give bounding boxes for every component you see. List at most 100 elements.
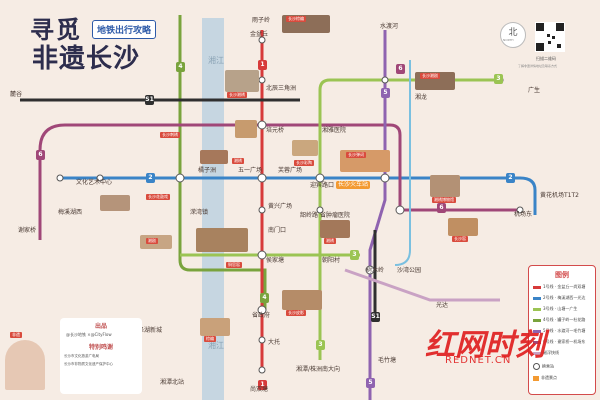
heritage-pin[interactable]: 长沙彩陶 <box>294 160 314 166</box>
station-label[interactable]: 南门口 <box>268 227 287 234</box>
station-label[interactable]: 溁湾镇 <box>190 209 209 216</box>
line-5 <box>368 30 387 400</box>
line-badge: 3 <box>316 340 325 350</box>
line-4 <box>178 15 267 310</box>
heritage-pin[interactable]: 铜官窑 <box>226 262 242 268</box>
station-label[interactable]: 湘雅医院 <box>322 127 347 134</box>
station-label[interactable]: 沙湾公园 <box>397 267 422 274</box>
legend-item: 6号线 · 谢家桥一机场东 <box>533 339 585 345</box>
heritage-pin[interactable]: 长沙棕编 <box>286 16 306 22</box>
station-label[interactable]: 侯家塘 <box>266 257 285 264</box>
line-badge: 5 <box>366 378 375 388</box>
station-label[interactable]: 长沙火车站 <box>336 181 371 189</box>
heritage-illustration <box>292 140 318 156</box>
station-label[interactable]: 黄兴广场 <box>268 203 293 210</box>
station-label[interactable]: 黄花机场T1T2 <box>540 192 579 199</box>
heritage-pin[interactable]: 长沙弹词 <box>346 152 366 158</box>
line-badge: 4 <box>176 62 185 72</box>
legend-item: 2号线 · 梅溪湖西一光达 <box>533 295 585 301</box>
heritage-pin[interactable]: 长沙皮影 <box>286 310 306 316</box>
thanks-line: 长沙市文化旅游广电局 <box>64 354 99 358</box>
station-label[interactable]: 北辰三角洲 <box>266 85 297 92</box>
heritage-illustration <box>235 120 257 138</box>
station-label[interactable]: 谢家桥 <box>18 227 37 234</box>
station-label[interactable]: 橘子洲 <box>198 167 217 174</box>
station-label[interactable]: 五一广场 <box>238 167 263 174</box>
heritage-pin[interactable]: 湘绣博物馆 <box>432 197 456 203</box>
heritage-pin[interactable]: 湘剧 <box>146 238 158 244</box>
heritage-pin[interactable]: 棕编 <box>204 336 216 342</box>
heritage-pin[interactable]: 长沙花鼓戏 <box>146 194 170 200</box>
main-title-line1: 寻觅 <box>30 15 82 44</box>
heritage-illustration <box>196 228 248 252</box>
qr-label: 扫描二维码 <box>536 56 556 61</box>
legend-item: 非遗景点 <box>533 375 557 381</box>
legend-title: 图例 <box>555 271 569 279</box>
heritage-pin[interactable]: 长沙刺绣 <box>160 132 180 138</box>
qr-desc: 了解非遗详情地址及联系方式 <box>518 64 558 68</box>
station-label[interactable]: 麓谷 <box>10 91 23 98</box>
station-label[interactable]: 文化艺术中心 <box>76 179 113 186</box>
station-label[interactable]: 湘潭/株洲南大向 <box>296 366 341 373</box>
line-badge: 6 <box>396 64 405 74</box>
heritage-illustration <box>100 195 130 211</box>
station-label[interactable]: 雨子岭 <box>252 17 271 24</box>
line-badge: 2 <box>146 173 155 183</box>
station-label[interactable]: 湘龙 <box>415 94 428 101</box>
station-label[interactable]: 韶岭路 <box>300 212 319 219</box>
legend-item: 3号线 · 山塘一广生 <box>533 306 577 312</box>
station-markers <box>56 36 524 374</box>
thanks-title: 特别鸣谢 <box>88 344 113 351</box>
legend-item: 换乘站 <box>533 363 554 370</box>
heritage-illustration <box>282 290 322 310</box>
line-2 <box>60 176 537 215</box>
line-badge: 6 <box>437 203 446 213</box>
heritage-pin[interactable]: 非遗 <box>10 332 22 338</box>
station-label[interactable]: 水渡河 <box>380 23 399 30</box>
station-label[interactable]: 大托 <box>268 339 281 346</box>
station-label[interactable]: 泽湖新城 <box>138 327 163 334</box>
line-badge: 4 <box>260 293 269 303</box>
station-label[interactable]: 湘潭北站 <box>160 379 185 386</box>
station-label[interactable]: 省肿瘤医院 <box>320 212 351 219</box>
station-label[interactable]: 省政府 <box>252 312 271 319</box>
station-label[interactable]: 毛竹塘 <box>378 357 397 364</box>
station-label[interactable]: 朝阳村 <box>322 257 341 264</box>
line-6 <box>38 123 520 240</box>
qr-code[interactable] <box>535 22 565 52</box>
thanks-line: 长沙市非物质文化遗产保护中心 <box>64 362 113 366</box>
heritage-illustration <box>448 218 478 236</box>
line-badge: 6 <box>36 150 45 160</box>
heritage-illustration <box>225 70 259 92</box>
station-label[interactable]: 机场东 <box>514 211 533 218</box>
river-label-bottom: 湘江 <box>208 341 224 350</box>
station-label[interactable]: 尚双塘 <box>250 386 269 393</box>
heritage-pin[interactable]: 长沙湘绣 <box>227 92 247 98</box>
legend-item: 4号线 · 罐子岭一杜花路 <box>533 317 585 323</box>
station-label[interactable]: 梅溪湖西 <box>58 209 83 216</box>
line-aux <box>394 60 411 266</box>
station-label[interactable]: 迎宾路口 <box>310 182 335 189</box>
producer-panel: 出品 @长沙地铁 ×@CityFlow 特别鸣谢 长沙市文化旅游广电局 长沙市非… <box>60 318 142 394</box>
station-label[interactable]: 树木岭 <box>366 267 385 274</box>
station-label[interactable]: 培元桥 <box>266 127 285 134</box>
line-badge: 3 <box>494 74 503 84</box>
producer-title: 出品 <box>94 323 107 330</box>
heritage-pin[interactable]: 湘绣 <box>232 158 244 164</box>
heritage-illustration <box>200 318 230 336</box>
line-shuttle <box>344 268 500 302</box>
station-label[interactable]: 金盆丘 <box>250 31 269 38</box>
map-legend: 图例 1号线 · 金盆丘一尚双塘 2号线 · 梅溪湖西一光达 3号线 · 山塘一… <box>528 265 596 395</box>
river-label-top: 湘江 <box>208 56 224 65</box>
station-label[interactable]: 光达 <box>436 302 449 309</box>
station-label[interactable]: 芙蓉广场 <box>278 167 303 174</box>
heritage-illustration <box>200 150 228 164</box>
line-badge: S1 <box>371 312 380 322</box>
heritage-pin[interactable]: 长沙窑 <box>452 236 468 242</box>
main-title-line2: 非遗长沙 <box>32 44 141 74</box>
heritage-pin[interactable]: 长沙湘剧 <box>420 73 440 79</box>
line-badge: 3 <box>350 250 359 260</box>
station-label[interactable]: 广生 <box>528 87 541 94</box>
heritage-pin[interactable]: 湘绣 <box>324 238 336 244</box>
